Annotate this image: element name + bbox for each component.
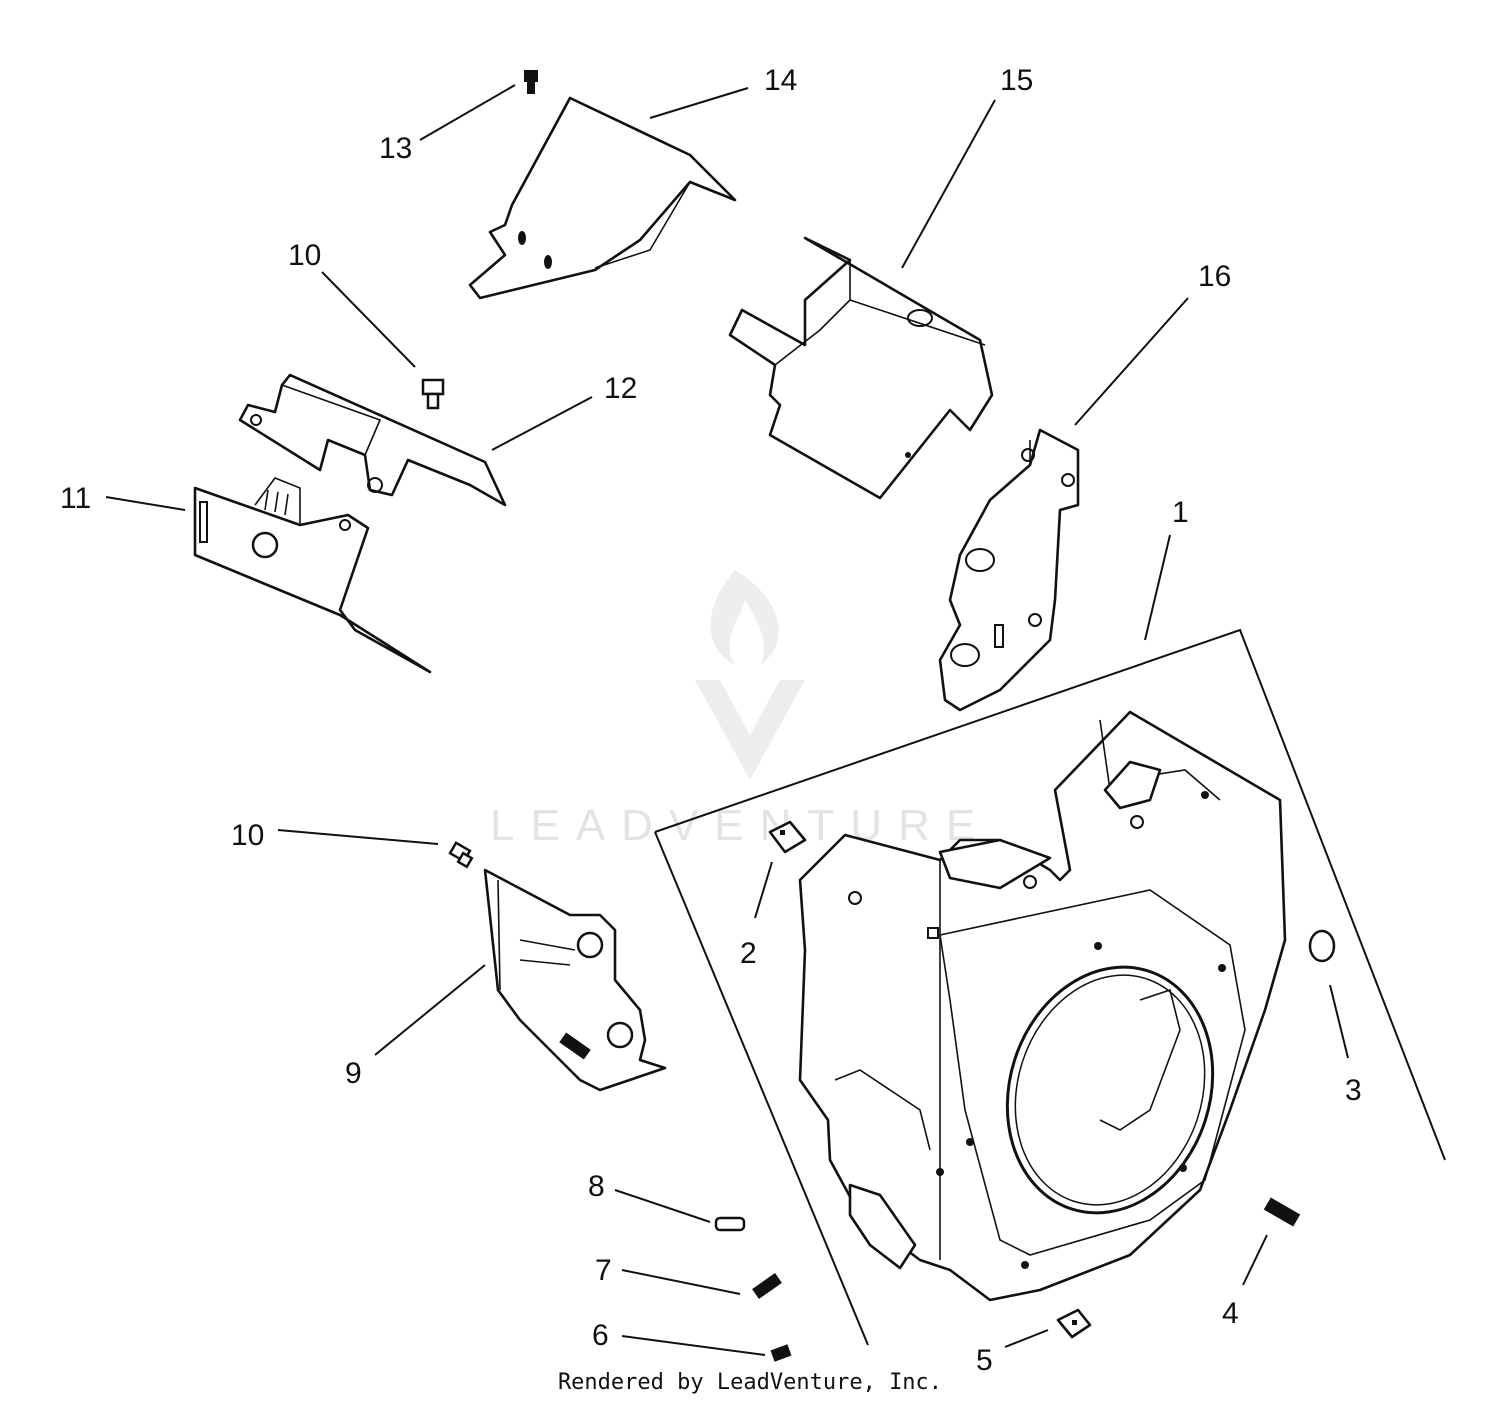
part-10-screw-upper <box>421 378 445 410</box>
callout-8: 8 <box>588 1170 605 1203</box>
callout-5: 5 <box>976 1344 993 1377</box>
part-9-bracket <box>483 868 667 1092</box>
part-5-clip <box>1056 1308 1092 1339</box>
callout-13: 13 <box>379 132 412 165</box>
callout-10-lower: 10 <box>231 819 264 852</box>
part-12-shroud <box>238 373 507 507</box>
callout-11: 11 <box>60 482 91 515</box>
callout-2: 2 <box>740 937 757 970</box>
leader-lines <box>105 84 1349 1356</box>
part-3-ring <box>1308 929 1336 963</box>
callout-9: 9 <box>345 1057 362 1090</box>
part-11-shroud <box>193 477 432 674</box>
part-2-clip <box>768 820 807 854</box>
callout-14: 14 <box>764 64 797 97</box>
part-14-shroud <box>468 96 737 300</box>
part-10-screw-lower <box>448 841 474 869</box>
watermark-logo <box>695 570 805 780</box>
part-7-screw <box>752 1273 782 1299</box>
assembly-bracket-left <box>654 831 869 1346</box>
callout-6: 6 <box>592 1319 609 1352</box>
credit-text: Rendered by LeadVenture, Inc. <box>557 1370 943 1395</box>
watermark-text: LEADVENTURE <box>490 801 991 850</box>
assembly-bracket-line <box>654 628 1446 1161</box>
callout-7: 7 <box>595 1254 612 1287</box>
part-16-bracket <box>938 428 1080 712</box>
callout-15: 15 <box>1000 64 1033 97</box>
part-8-fitting <box>714 1216 746 1232</box>
callout-10-upper: 10 <box>288 239 321 272</box>
callout-3: 3 <box>1345 1074 1362 1107</box>
part-15-shroud <box>728 236 994 500</box>
part-1-blower-housing <box>798 710 1287 1302</box>
part-4-stud <box>1263 1197 1301 1227</box>
callout-12: 12 <box>604 372 637 405</box>
callout-1: 1 <box>1172 496 1189 529</box>
callout-4: 4 <box>1222 1297 1239 1330</box>
callout-16: 16 <box>1198 260 1231 293</box>
part-6-screw <box>770 1344 792 1362</box>
part-13-screw <box>524 70 538 94</box>
